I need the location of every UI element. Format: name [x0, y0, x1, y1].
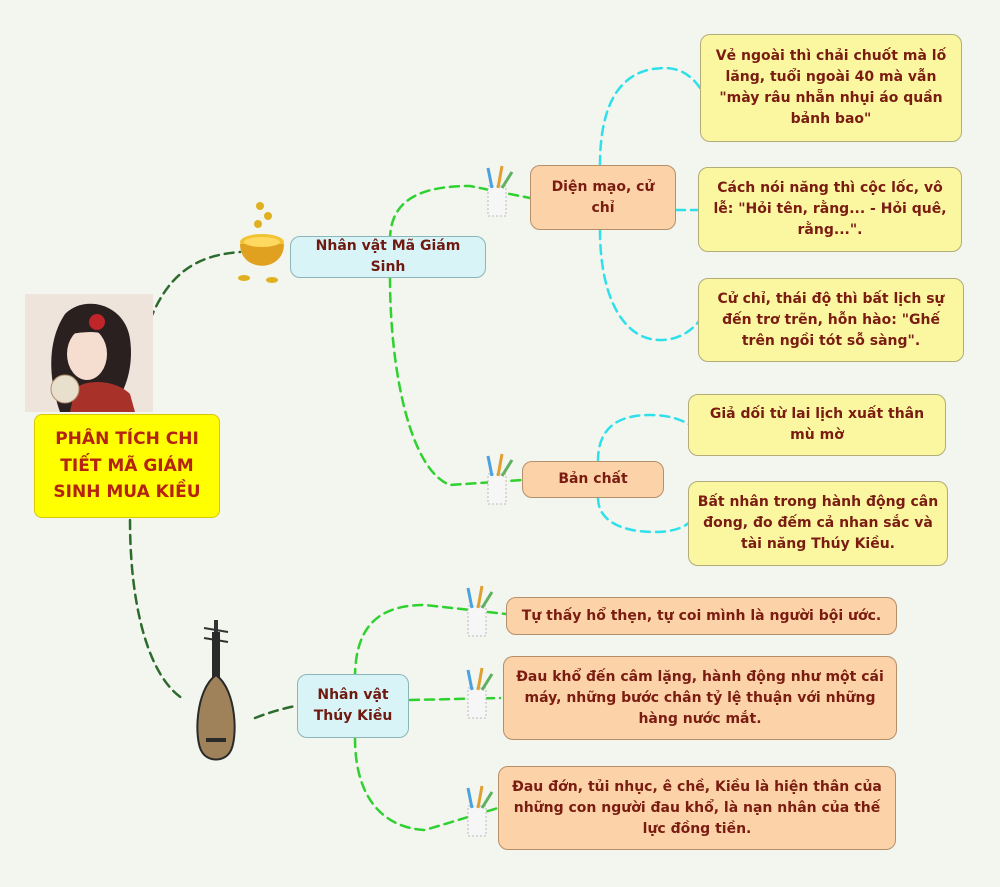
leaf-ban-chat-1[interactable]: Giả dối từ lai lịch xuất thân mù mờ — [688, 394, 946, 456]
leaf-kieu-1[interactable]: Tự thấy hổ thẹn, tự coi mình là người bộ… — [506, 597, 897, 635]
leaf-kieu-3[interactable]: Đau đớn, tủi nhục, ê chề, Kiều là hiện t… — [498, 766, 896, 850]
pencil-cup-icon — [480, 164, 516, 218]
central-topic-label: PHÂN TÍCH CHI TIẾT MÃ GIÁM SINH MUA KIỀU — [53, 429, 201, 503]
leaf-dien-mao-3-label: Cử chỉ, thái độ thì bất lịch sự đến trơ … — [717, 290, 945, 349]
leaf-kieu-2[interactable]: Đau khổ đến câm lặng, hành động như một … — [503, 656, 897, 740]
leaf-dien-mao-2[interactable]: Cách nói năng thì cộc lốc, vô lễ: "Hỏi t… — [698, 167, 962, 252]
leaf-ban-chat-2-label: Bất nhân trong hành động cân đong, đo đế… — [697, 494, 939, 552]
branch-thuy-kieu-label: Nhân vật Thúy Kiều — [313, 687, 393, 724]
leaf-dien-mao-2-label: Cách nói năng thì cộc lốc, vô lễ: "Hỏi t… — [713, 180, 947, 238]
branch-thuy-kieu[interactable]: Nhân vật Thúy Kiều — [297, 674, 409, 738]
leaf-kieu-3-label: Đau đớn, tủi nhục, ê chề, Kiều là hiện t… — [512, 778, 882, 837]
subtopic-dien-mao-label: Diện mạo, cử chỉ — [551, 178, 655, 216]
branch-ma-giam-sinh[interactable]: Nhân vật Mã Giám Sinh — [290, 236, 486, 278]
pencil-cup-icon — [460, 784, 496, 838]
subtopic-dien-mao[interactable]: Diện mạo, cử chỉ — [530, 165, 676, 230]
leaf-ban-chat-1-label: Giả dối từ lai lịch xuất thân mù mờ — [709, 406, 925, 443]
pencil-cup-icon — [460, 584, 496, 638]
girl-portrait-image — [25, 294, 153, 412]
leaf-dien-mao-1-label: Vẻ ngoài thì chải chuốt mà lố lăng, tuổi… — [715, 48, 947, 127]
pipa-lute-icon — [190, 620, 242, 762]
branch-ma-giam-sinh-label: Nhân vật Mã Giám Sinh — [315, 238, 461, 275]
leaf-dien-mao-1[interactable]: Vẻ ngoài thì chải chuốt mà lố lăng, tuổi… — [700, 34, 962, 142]
subtopic-ban-chat-label: Bản chất — [558, 471, 628, 487]
pencil-cup-icon — [480, 452, 516, 506]
pencil-cup-icon — [460, 666, 496, 720]
central-topic[interactable]: PHÂN TÍCH CHI TIẾT MÃ GIÁM SINH MUA KIỀU — [34, 414, 220, 518]
leaf-kieu-1-label: Tự thấy hổ thẹn, tự coi mình là người bộ… — [521, 607, 882, 624]
subtopic-ban-chat[interactable]: Bản chất — [522, 461, 664, 498]
leaf-kieu-2-label: Đau khổ đến câm lặng, hành động như một … — [516, 668, 884, 727]
gold-pot-icon — [232, 198, 292, 288]
leaf-dien-mao-3[interactable]: Cử chỉ, thái độ thì bất lịch sự đến trơ … — [698, 278, 964, 362]
leaf-ban-chat-2[interactable]: Bất nhân trong hành động cân đong, đo đế… — [688, 481, 948, 566]
